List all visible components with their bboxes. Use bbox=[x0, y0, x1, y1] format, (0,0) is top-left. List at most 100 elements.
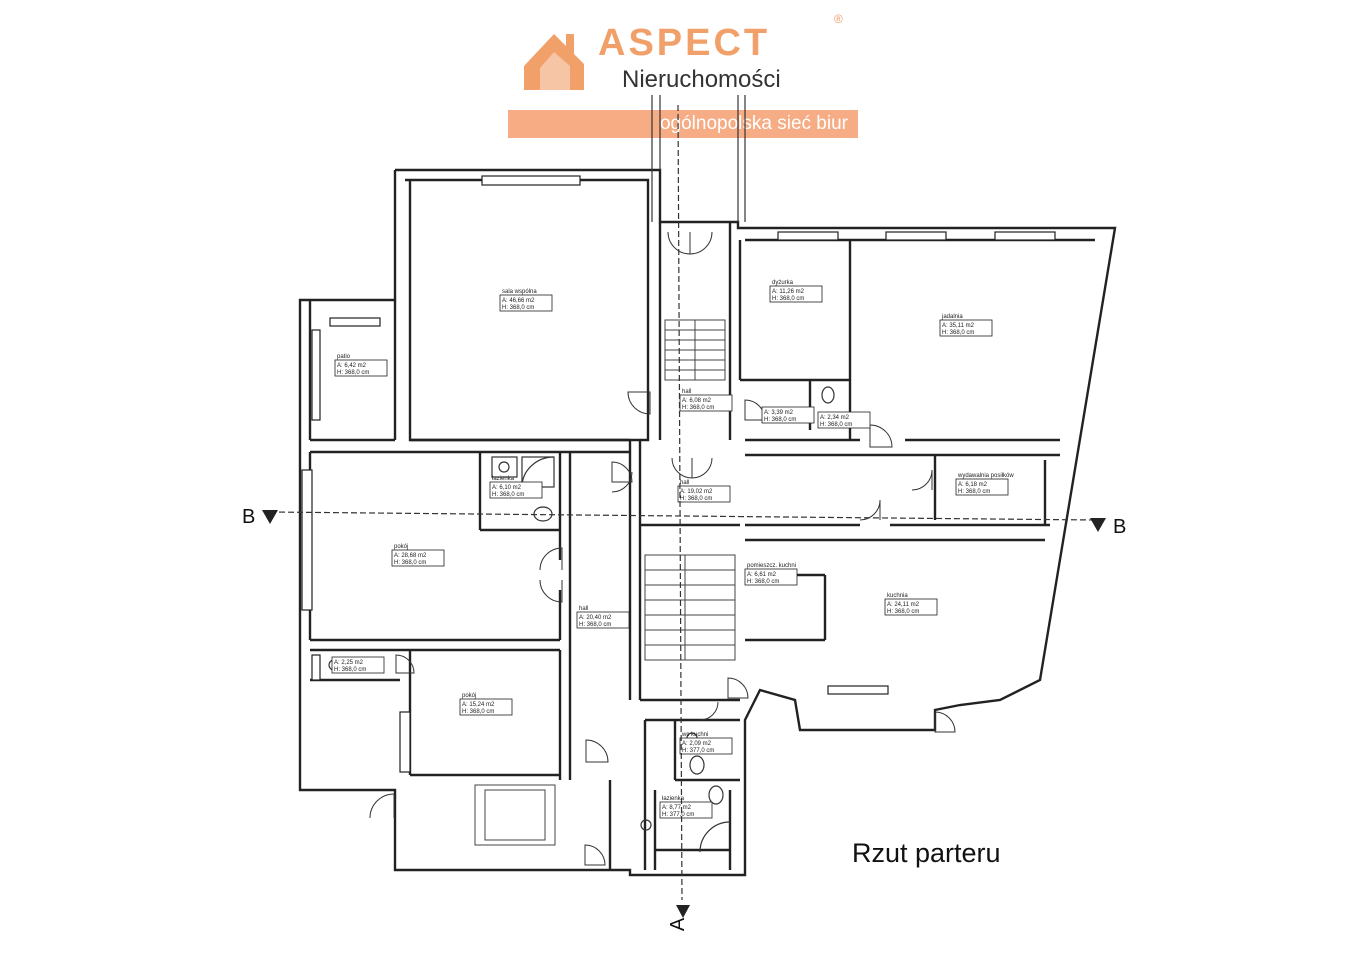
room-label: jadalnia A: 35,11 m2H: 368,0 cm bbox=[939, 314, 993, 337]
room-label: A: 2,34 m2H: 368,0 cm bbox=[817, 411, 871, 429]
room-info-box bbox=[677, 485, 731, 503]
room-info-box bbox=[334, 359, 388, 377]
room-label: pomieszcz. kuchni A: 6,61 m2H: 368,0 cm bbox=[744, 563, 798, 586]
room-height: H: 377,0 cm bbox=[662, 812, 694, 818]
room-label: wydawalnia posiłków A: 6,18 m2H: 368,0 cm bbox=[955, 473, 1014, 496]
room-name: wydawalnia posiłków bbox=[957, 473, 1014, 479]
room-info-box bbox=[817, 411, 871, 429]
room-label: sala wspólna A: 46,66 m2H: 368,0 cm bbox=[499, 289, 553, 312]
room-name: kuchnia bbox=[887, 593, 908, 599]
room-height: H: 368,0 cm bbox=[942, 330, 974, 336]
room-label: patio A: 6,42 m2H: 368,0 cm bbox=[334, 354, 388, 377]
room-area: A: 8,77 m2 bbox=[662, 805, 692, 811]
section-a-arrow bbox=[676, 905, 690, 918]
room-name: hall bbox=[682, 389, 691, 395]
section-label-a: A bbox=[667, 917, 690, 932]
logo-house-icon bbox=[524, 34, 584, 90]
room-height: H: 368,0 cm bbox=[772, 296, 804, 302]
room-area: A: 24,11 m2 bbox=[887, 602, 920, 608]
room-height: H: 368,0 cm bbox=[680, 496, 712, 502]
room-area: A: 15,24 m2 bbox=[462, 702, 495, 708]
room-height: H: 368,0 cm bbox=[958, 489, 990, 495]
room-info-box bbox=[659, 801, 713, 819]
room-label: hall A: 6,08 m2H: 368,0 cm bbox=[679, 389, 733, 412]
room-label: łazienka A: 8,77 m2H: 377,0 cm bbox=[659, 796, 713, 819]
room-name: pokój bbox=[394, 544, 408, 550]
room-info-box bbox=[499, 294, 553, 312]
room-info-box bbox=[679, 737, 733, 755]
room-info-box bbox=[576, 611, 630, 629]
room-name: jadalnia bbox=[941, 314, 963, 320]
room-label: hall A: 20,40 m2H: 368,0 cm bbox=[576, 606, 630, 629]
room-info-box bbox=[939, 319, 993, 337]
room-label: pokój A: 28,68 m2H: 368,0 cm bbox=[391, 544, 445, 567]
room-name: patio bbox=[337, 354, 351, 360]
room-area: A: 2,09 m2 bbox=[682, 741, 712, 747]
room-height: H: 368,0 cm bbox=[394, 560, 426, 566]
room-name: pokój bbox=[462, 693, 476, 699]
room-area: A: 6,08 m2 bbox=[682, 398, 712, 404]
interior-walls bbox=[308, 222, 1095, 870]
room-name: pomieszcz. kuchni bbox=[747, 563, 796, 569]
room-label: A: 3,39 m2H: 368,0 cm bbox=[761, 406, 815, 424]
room-height: H: 368,0 cm bbox=[820, 422, 852, 428]
plan-title: Rzut parteru bbox=[852, 838, 1001, 868]
room-area: A: 20,40 m2 bbox=[579, 615, 612, 621]
room-height: H: 368,0 cm bbox=[334, 667, 366, 673]
section-b-right-arrow bbox=[1090, 518, 1106, 532]
room-area: A: 35,11 m2 bbox=[942, 323, 975, 329]
room-info-box bbox=[391, 549, 445, 567]
room-name: sala wspólna bbox=[502, 289, 537, 295]
room-area: A: 6,61 m2 bbox=[747, 572, 777, 578]
room-height: H: 368,0 cm bbox=[682, 405, 714, 411]
room-label: A: 2,25 m2H: 368,0 cm bbox=[331, 656, 385, 674]
room-label: łazienka A: 6,10 m2H: 368,0 cm bbox=[489, 476, 543, 499]
logo-name: ASPECT bbox=[598, 22, 771, 64]
room-info-box bbox=[769, 285, 823, 303]
room-height: H: 368,0 cm bbox=[747, 579, 779, 585]
room-area: A: 6,18 m2 bbox=[958, 482, 988, 488]
section-label-b-left: B bbox=[242, 506, 256, 528]
room-label: wc kuchni A: 2,09 m2H: 377,0 cm bbox=[679, 732, 733, 755]
room-label: pokój A: 15,24 m2H: 368,0 cm bbox=[459, 693, 513, 716]
room-area: A: 28,68 m2 bbox=[394, 553, 427, 559]
section-markers bbox=[262, 104, 1106, 918]
doors bbox=[369, 231, 956, 866]
room-name: hall bbox=[680, 480, 689, 486]
room-height: H: 368,0 cm bbox=[502, 305, 534, 311]
room-info-box bbox=[331, 656, 385, 674]
room-info-box bbox=[459, 698, 513, 716]
section-label-b-right: B bbox=[1113, 516, 1127, 538]
room-name: łazienka bbox=[492, 476, 515, 482]
section-b-left-arrow bbox=[262, 510, 278, 524]
room-height: H: 368,0 cm bbox=[462, 709, 494, 715]
room-name: łazienka bbox=[662, 796, 685, 802]
room-name: hall bbox=[579, 606, 588, 612]
stairs bbox=[474, 319, 736, 846]
room-area: A: 6,42 m2 bbox=[337, 363, 367, 369]
room-info-box bbox=[744, 568, 798, 586]
logo-registered-mark: ® bbox=[834, 12, 843, 26]
room-height: H: 368,0 cm bbox=[337, 370, 369, 376]
room-height: H: 368,0 cm bbox=[492, 492, 524, 498]
room-info-box bbox=[884, 598, 938, 616]
logo-tagline: ogólnopolska sieć biur bbox=[659, 113, 848, 134]
room-area: A: 2,25 m2 bbox=[334, 660, 364, 666]
room-info-box bbox=[489, 481, 543, 499]
room-area: A: 3,39 m2 bbox=[764, 410, 794, 416]
logo-tagline-bar: ogólnopolska sieć biur bbox=[508, 110, 858, 138]
room-area: A: 6,10 m2 bbox=[492, 485, 522, 491]
windows bbox=[301, 175, 1056, 773]
room-info-box bbox=[761, 406, 815, 424]
room-name: wc kuchni bbox=[681, 732, 708, 738]
room-height: H: 368,0 cm bbox=[764, 417, 796, 423]
room-area: A: 46,66 m2 bbox=[502, 298, 535, 304]
room-area: A: 2,34 m2 bbox=[820, 415, 850, 421]
room-height: H: 368,0 cm bbox=[579, 622, 611, 628]
room-info-box bbox=[955, 478, 1009, 496]
room-height: H: 377,0 cm bbox=[682, 748, 714, 754]
room-area: A: 11,26 m2 bbox=[772, 289, 805, 295]
